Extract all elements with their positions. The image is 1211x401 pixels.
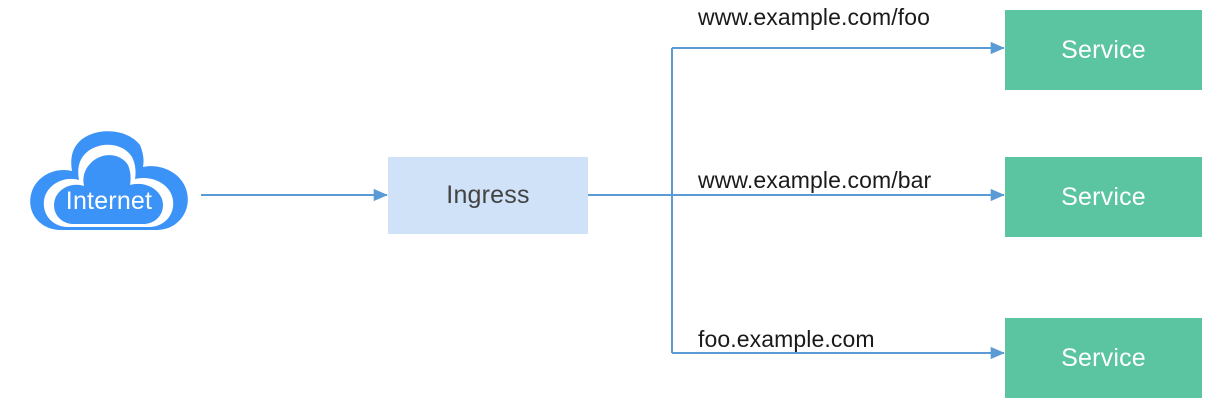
service-label: Service [1061,182,1146,211]
ingress-label: Ingress [446,181,530,209]
ingress-node[interactable]: Ingress [388,157,588,234]
route-label-foo: www.example.com/foo [698,4,930,30]
service-node-foo[interactable]: Service [1005,10,1202,90]
service-node-host[interactable]: Service [1005,318,1202,398]
route-label-host: foo.example.com [698,326,875,352]
route-label-bar: www.example.com/bar [698,167,932,193]
cloud-icon [30,131,188,230]
service-label: Service [1061,343,1146,372]
internet-cloud-node[interactable] [16,117,202,243]
service-label: Service [1061,35,1146,64]
service-node-bar[interactable]: Service [1005,157,1202,237]
